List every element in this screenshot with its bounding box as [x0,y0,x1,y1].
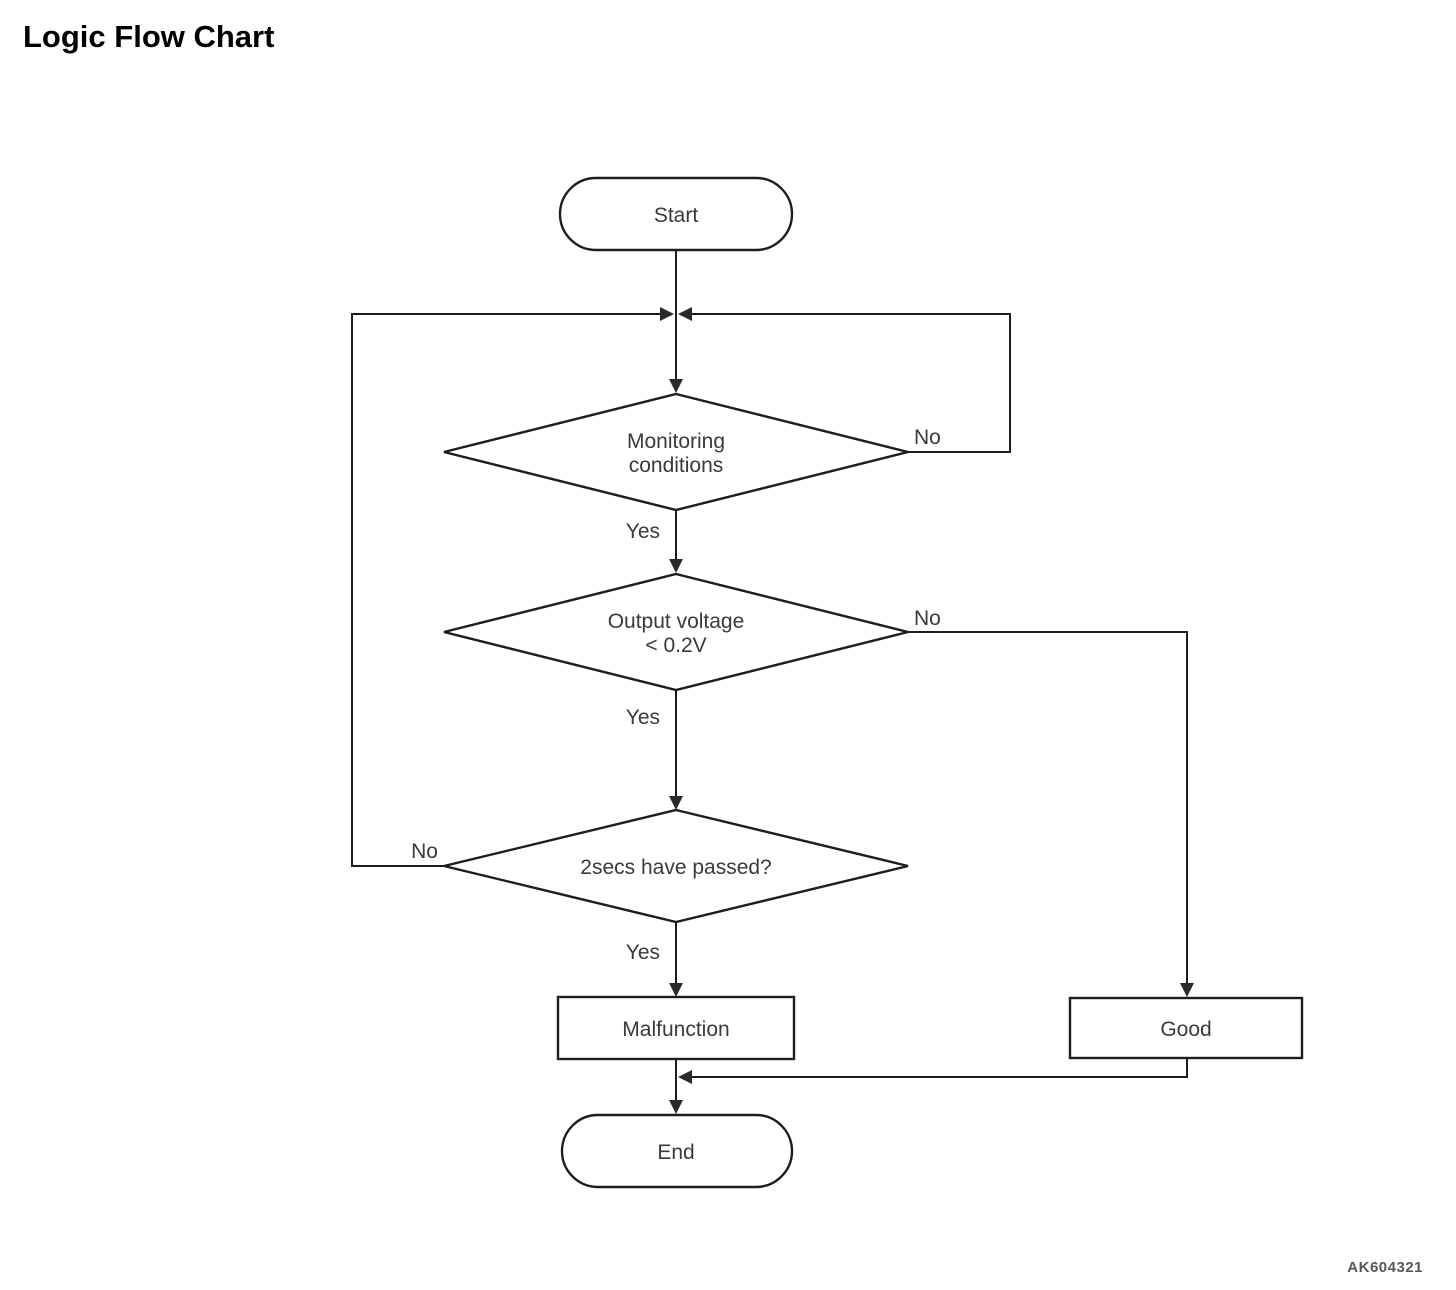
edge-good-to-end [678,1058,1188,1084]
edge-voltage-yes [669,690,683,810]
decision-voltage-label-line1: Output voltage [608,610,745,633]
decision-monitoring-label-line2: conditions [629,454,724,477]
figure-code: AK604321 [1347,1259,1423,1276]
node-good: Good [1068,996,1304,1060]
good-label: Good [1160,1018,1211,1041]
edge-label-secs-yes: Yes [626,941,660,964]
node-decision-voltage: Output voltage < 0.2V [443,572,909,692]
start-label: Start [654,204,699,227]
edge-secs-yes [669,922,683,997]
node-decision-monitoring: Monitoring conditions [443,392,909,512]
decision-monitoring-label-line1: Monitoring [627,430,725,453]
edge-label-monitoring-yes: Yes [626,520,660,543]
edge-label-monitoring-no: No [914,426,941,449]
edge-secs-no-loop [351,307,674,867]
page-title: Logic Flow Chart [23,19,274,54]
end-label: End [657,1141,694,1164]
edge-voltage-no [908,631,1194,997]
decision-2secs-label: 2secs have passed? [580,856,771,879]
decision-voltage-label-line2: < 0.2V [645,634,706,657]
edge-monitoring-no-loop [678,307,1011,453]
node-malfunction: Malfunction [556,995,796,1061]
node-end: End [560,1113,794,1189]
edge-label-secs-no: No [411,840,438,863]
edge-malfunction-to-end [669,1059,683,1114]
edge-monitoring-yes [669,510,683,573]
edge-start-to-monitoring [669,250,683,393]
edge-label-voltage-no: No [914,607,941,630]
malfunction-label: Malfunction [622,1018,729,1041]
node-start: Start [558,176,794,252]
edge-label-voltage-yes: Yes [626,706,660,729]
node-decision-2secs: 2secs have passed? [443,808,909,924]
